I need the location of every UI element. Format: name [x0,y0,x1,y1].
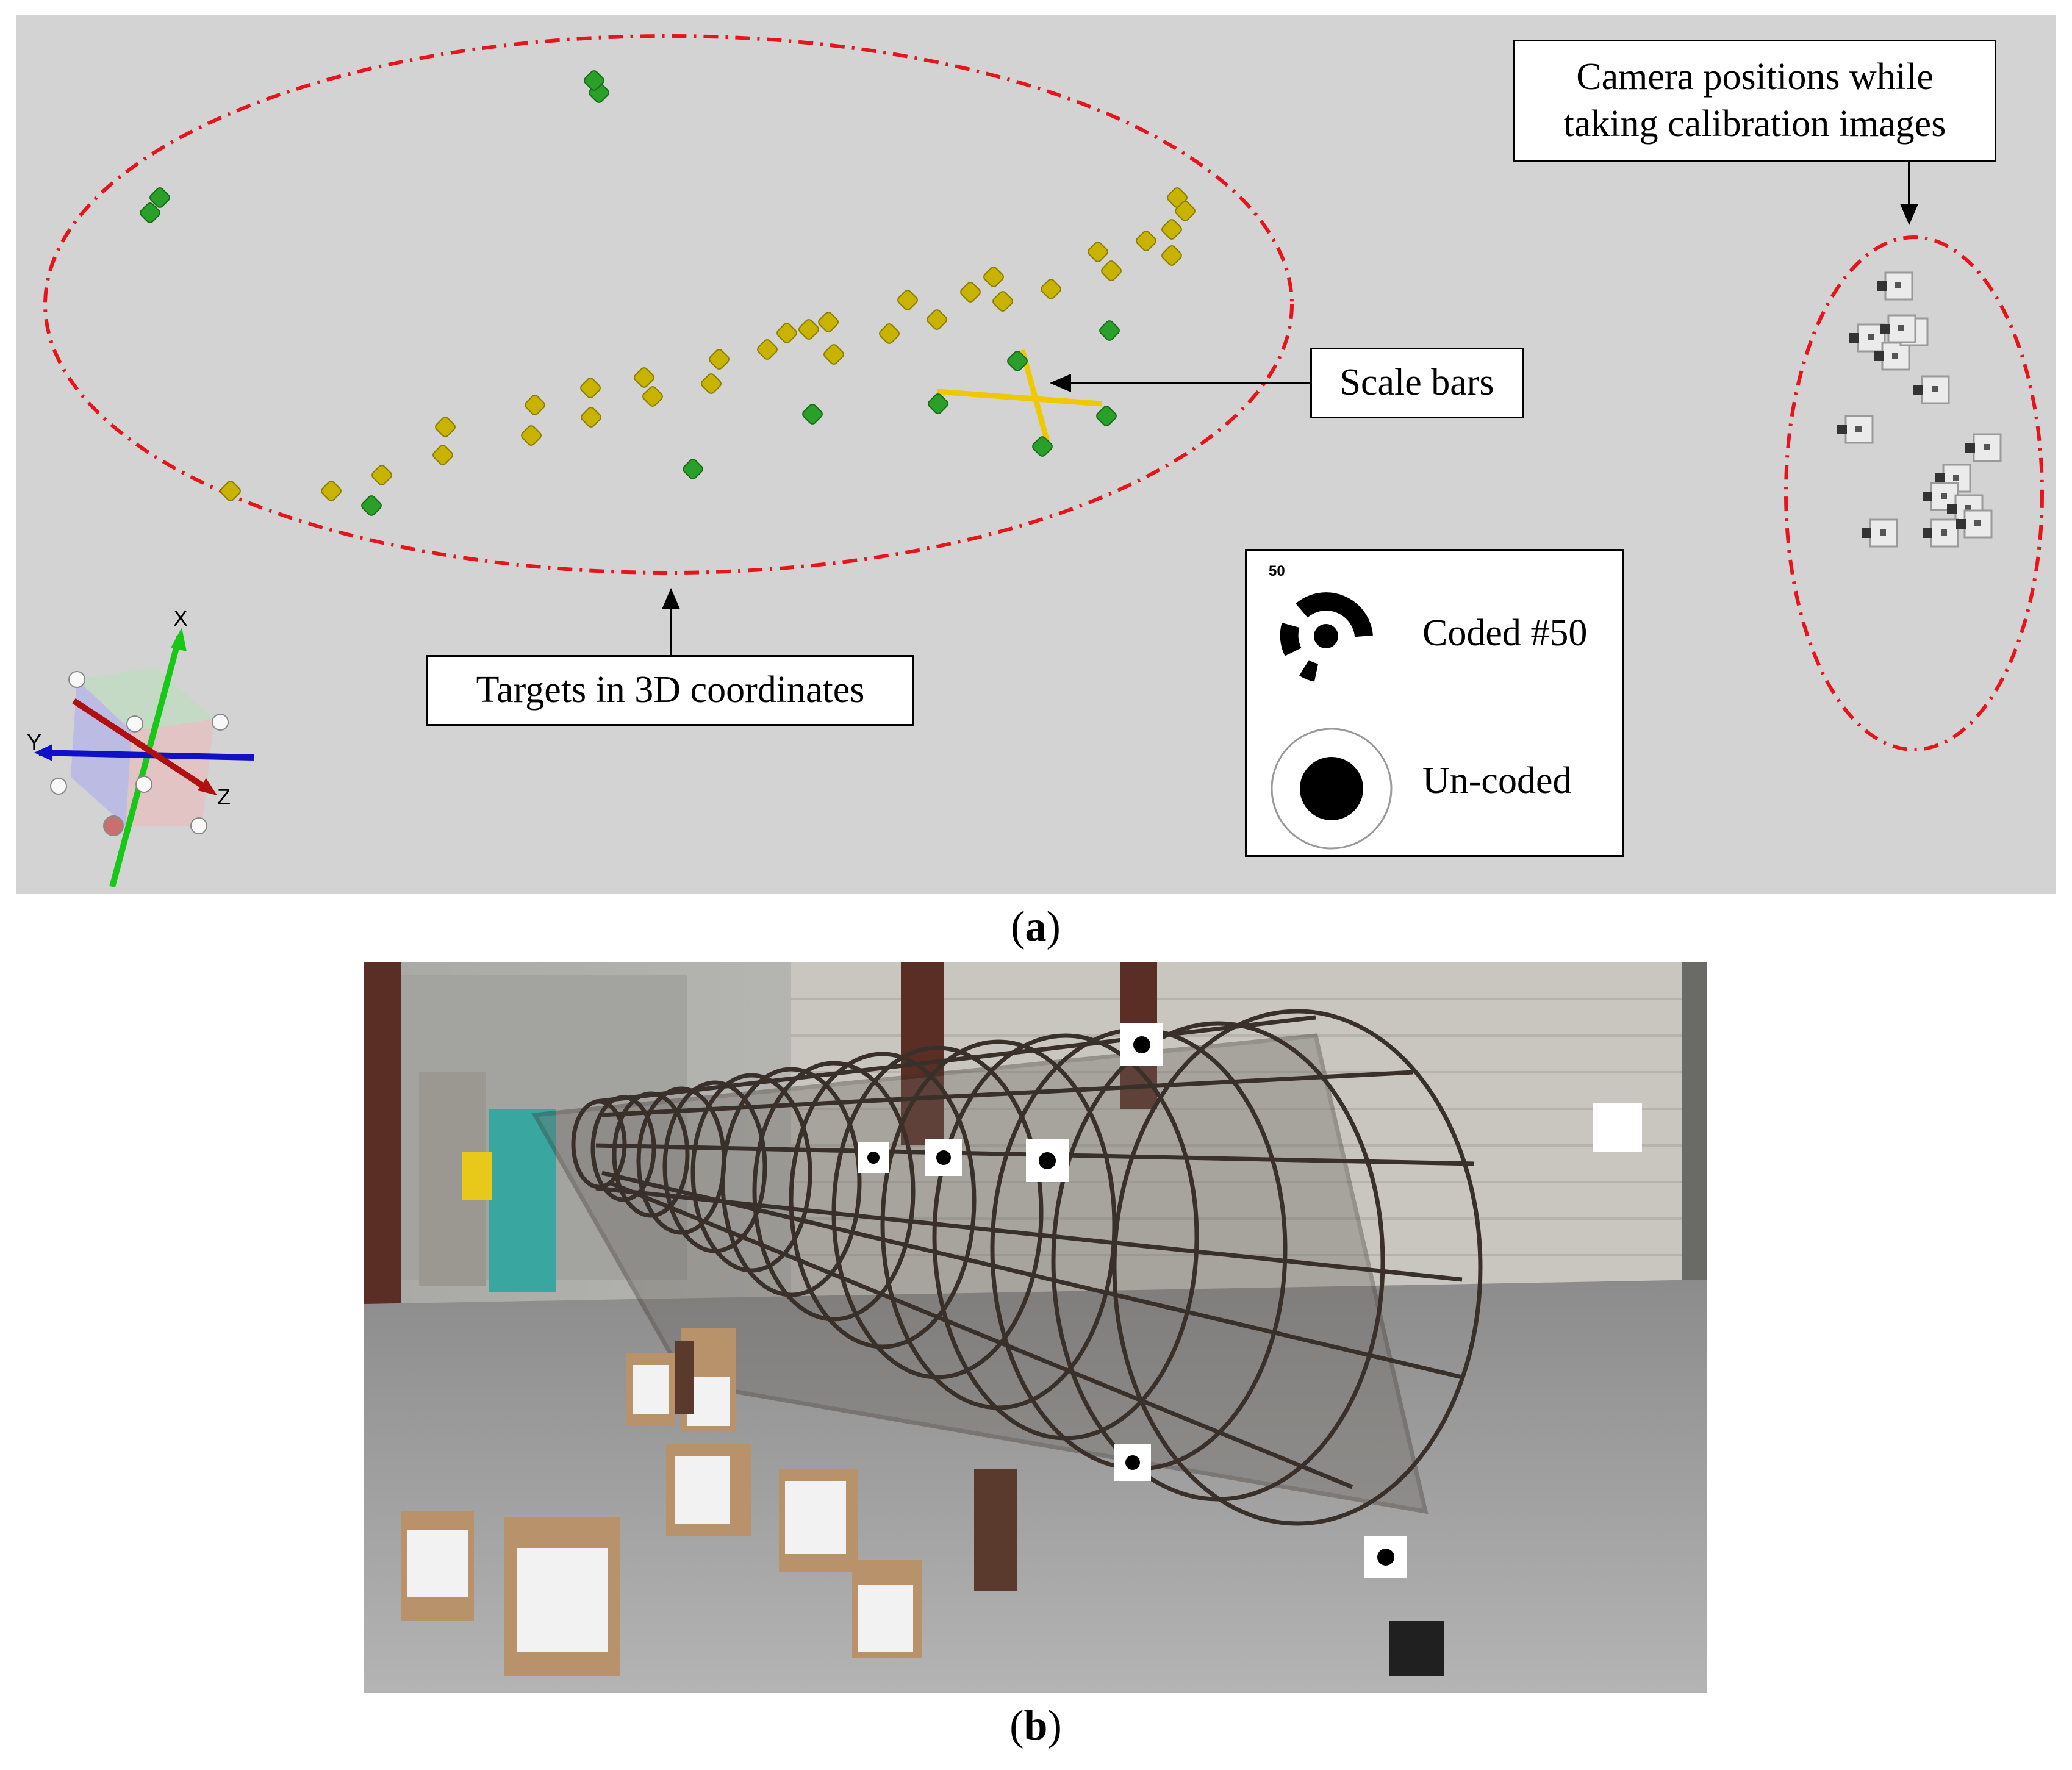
uncoded-target-point [1088,242,1108,262]
uncoded-target-point [701,373,722,394]
coded-target-point [928,393,948,414]
coded-target-label: Coded #50 [1422,612,1588,654]
coded-target-point [1099,320,1120,341]
z-axis-line [72,698,210,792]
scale-bars [936,349,1102,452]
camera-positions-callout: Camera positions while taking calibratio… [1513,40,1996,162]
uncoded-target-icon [1271,728,1393,850]
uncoded-target-point [798,319,819,340]
camera-icon [1849,323,1886,353]
uncoded-target-point [757,339,778,360]
targets-callout: Targets in 3D coordinates [426,655,914,726]
y-axis-line [38,750,254,761]
camera-icon [1874,342,1910,371]
uncoded-target-point [521,425,542,446]
target-legend: 50 Coded #50 Un-coded [1245,549,1624,857]
uncoded-target-point [634,367,654,388]
photo-illustration [364,962,1707,1693]
uncoded-target-point [709,349,730,370]
scale-bar-1 [936,389,1102,407]
uncoded-target-point [525,395,545,415]
camera-positions [1837,271,2002,548]
coded-target-point [1096,406,1117,426]
x-axis-line [109,636,182,888]
uncoded-target-point [776,323,797,343]
coded-target-point [361,495,382,516]
uncoded-target-point [581,407,601,428]
uncoded-target-point [1101,260,1122,281]
scale-bars-callout: Scale bars [1310,348,1524,418]
camera-icon [1965,433,2002,462]
rebar-cage [531,1009,1483,1526]
coded-target-point [802,404,823,425]
uncoded-target-point [435,417,456,437]
rebar-cage-photo [364,962,1707,1693]
scene-canvas: X Y Z [27,34,2044,888]
target-points [140,70,1196,516]
x-axis-label: X [173,606,188,631]
camera-icon [1862,518,1898,548]
axis-gizmo: X Y Z [27,606,254,888]
scale-bar-2 [1019,349,1053,452]
targets-ellipse [43,34,1294,575]
uncoded-target-label: Un-coded [1422,760,1572,801]
coded-target-point [140,202,160,223]
camera-callout-line1: Camera positions while [1576,56,1934,98]
uncoded-target-point [897,290,918,310]
uncoded-target-point [1041,279,1061,299]
coded-target-icon [1280,592,1373,682]
y-axis-label: Y [27,729,41,754]
coded-target-point [1007,351,1028,371]
z-axis-label: Z [217,784,231,809]
uncoded-target-point [823,344,844,365]
uncoded-target-point [818,312,839,332]
camera-icon [1913,375,1950,404]
coded-target-number: 50 [1269,563,1285,579]
uncoded-target-point [1136,231,1156,251]
uncoded-target-point [432,445,453,465]
panel-a-3d-view: X Y Z Camera positions while taking cali… [16,15,2056,894]
coded-target-point [584,70,604,91]
uncoded-target-point [992,291,1013,312]
camera-icon [1956,509,1993,539]
coded-target-point [1032,436,1053,457]
coded-target-point [149,187,170,208]
photo-target-cards [858,1023,1642,1578]
uncoded-target-point [960,282,981,303]
uncoded-target-point [321,481,342,501]
uncoded-target-point [220,481,241,501]
uncoded-target-point [1175,201,1196,221]
uncoded-target-point [371,465,392,485]
uncoded-target-point [879,323,900,344]
camera-icon [1837,415,1874,444]
camera-callout-line2: taking calibration images [1563,103,1946,145]
callout-arrows [661,162,1919,655]
camera-icon [1877,271,1913,301]
uncoded-target-point [1161,219,1182,240]
cardboard-boxes [401,1328,922,1676]
uncoded-target-point [1161,245,1182,266]
camera-icon [1923,518,1959,548]
uncoded-target-point [642,386,663,407]
uncoded-target-point [983,267,1004,287]
uncoded-target-point [927,309,947,330]
camera-icon [1880,314,1916,343]
cameras-ellipse [1784,235,2044,751]
coded-target-point [683,459,703,479]
uncoded-target-point [580,378,601,398]
panel-a-caption: (a) [1011,903,1061,950]
panel-b-caption: (b) [1009,1702,1062,1749]
